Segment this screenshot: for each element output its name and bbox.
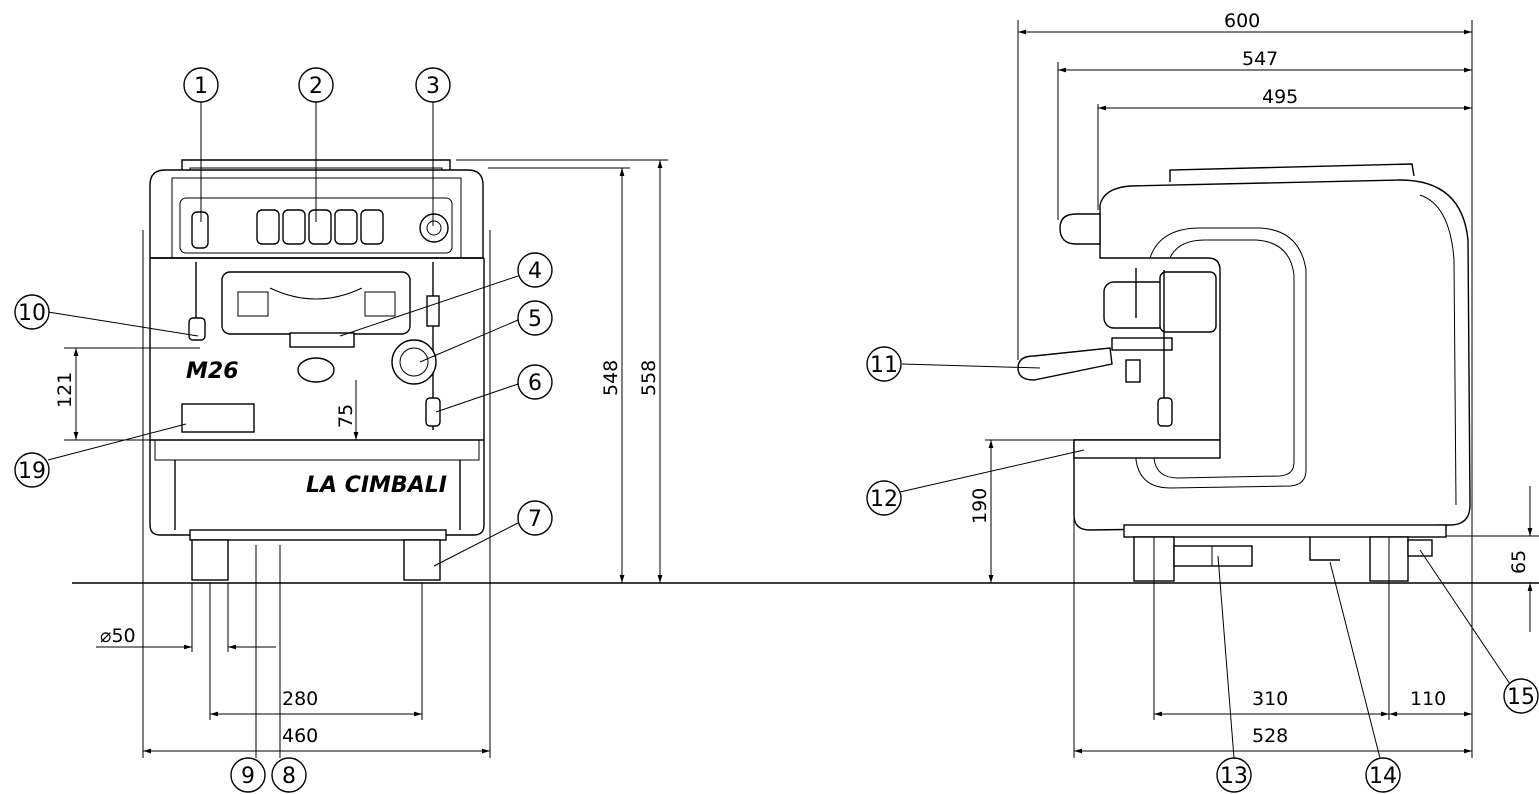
dim-460: 460 <box>282 725 318 747</box>
svg-text:8: 8 <box>282 764 296 789</box>
balloon-5: 5 <box>517 300 553 336</box>
svg-text:2: 2 <box>309 74 323 99</box>
svg-text:14: 14 <box>1369 764 1397 789</box>
svg-text:7: 7 <box>528 507 542 532</box>
brand-label: LA CIMBALI <box>306 473 447 498</box>
balloon-8: 8 <box>271 757 307 793</box>
svg-text:12: 12 <box>870 487 898 512</box>
balloon-14: 14 <box>1365 757 1401 793</box>
front-view: M26 LA CIMBALI <box>47 102 519 758</box>
balloon-19: 19 <box>14 452 50 488</box>
dim-dia-50: ⌀50 <box>100 625 136 647</box>
svg-text:19: 19 <box>18 459 46 484</box>
balloon-1: 1 <box>183 67 219 103</box>
balloon-2: 2 <box>298 67 334 103</box>
model-label: M26 <box>186 359 239 384</box>
dim-121: 121 <box>54 372 76 408</box>
balloon-3: 3 <box>415 67 451 103</box>
balloon-7: 7 <box>517 500 553 536</box>
svg-text:3: 3 <box>426 74 440 99</box>
balloon-11: 11 <box>866 346 902 382</box>
dim-110: 110 <box>1410 688 1446 710</box>
dim-75: 75 <box>335 404 357 428</box>
svg-text:9: 9 <box>241 764 255 789</box>
balloons: 1 2 3 4 5 6 7 8 9 10 11 12 13 14 15 19 <box>14 67 1539 793</box>
svg-text:5: 5 <box>528 307 542 332</box>
svg-text:11: 11 <box>870 353 898 378</box>
balloon-12: 12 <box>866 480 902 516</box>
dim-495: 495 <box>1262 86 1298 108</box>
svg-text:15: 15 <box>1507 685 1535 710</box>
side-view <box>899 163 1515 759</box>
balloon-15: 15 <box>1503 678 1539 714</box>
balloon-13: 13 <box>1216 757 1252 793</box>
balloon-4: 4 <box>517 252 553 288</box>
svg-text:4: 4 <box>528 259 542 284</box>
dim-600: 600 <box>1224 10 1260 32</box>
dim-547: 547 <box>1242 48 1278 70</box>
svg-text:10: 10 <box>18 301 46 326</box>
dim-548: 548 <box>600 360 622 396</box>
svg-text:13: 13 <box>1220 764 1248 789</box>
dim-65: 65 <box>1508 550 1530 574</box>
dim-280: 280 <box>282 688 318 710</box>
side-dimensions: 600 547 495 190 65 310 110 528 <box>969 10 1539 758</box>
balloon-6: 6 <box>517 364 553 400</box>
front-dimensions: 548 558 121 75 ⌀50 280 460 <box>54 159 668 758</box>
svg-text:1: 1 <box>194 74 208 99</box>
balloon-10: 10 <box>14 294 50 330</box>
svg-text:6: 6 <box>528 371 542 396</box>
balloon-9: 9 <box>230 757 266 793</box>
dim-528: 528 <box>1252 725 1288 747</box>
dim-558: 558 <box>638 360 660 396</box>
dim-310: 310 <box>1252 688 1288 710</box>
dim-190: 190 <box>969 488 991 524</box>
